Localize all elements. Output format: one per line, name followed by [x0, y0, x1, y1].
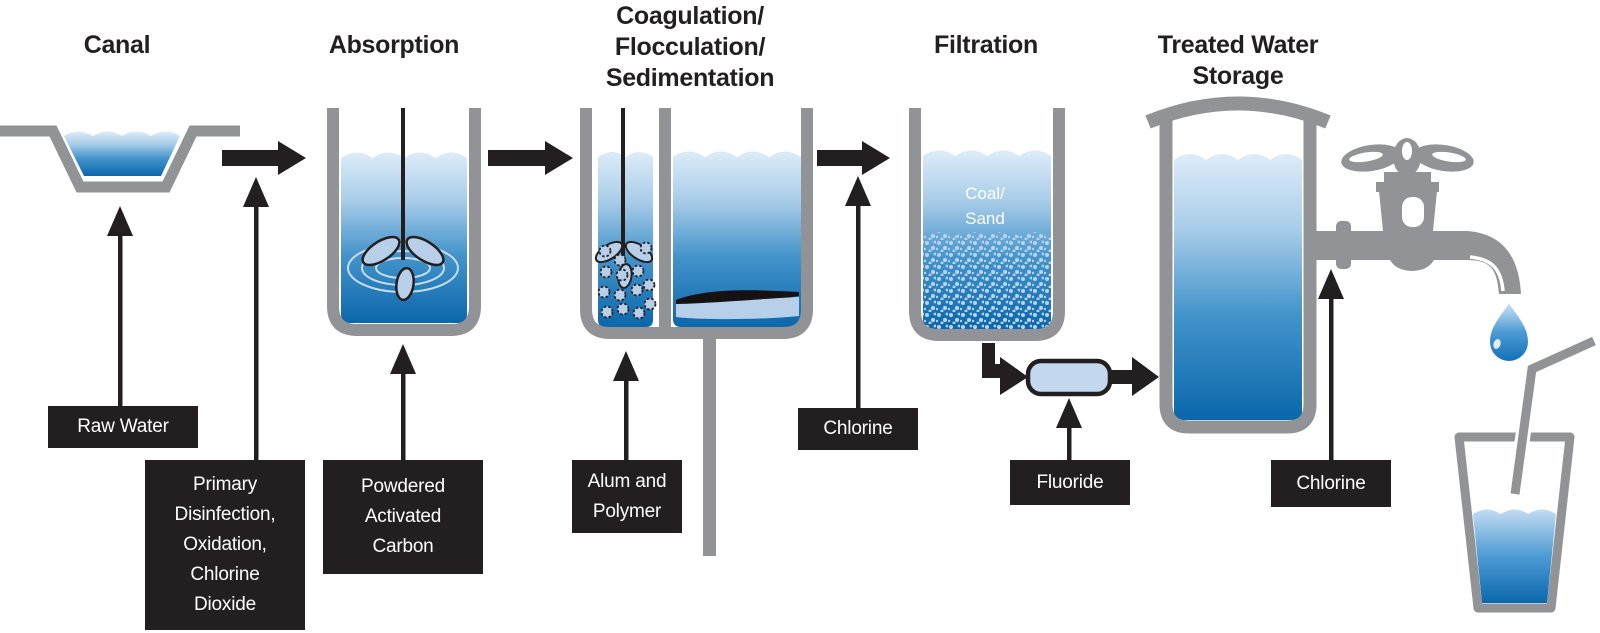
label-line: Powdered — [361, 476, 445, 497]
title-line: Absorption — [328, 31, 460, 59]
label-line: Alum and — [587, 470, 667, 492]
absorption-vessel-wall — [327, 108, 481, 336]
stage-title-storage: Treated Water Storage — [1138, 30, 1338, 92]
water-drop-icon — [1490, 303, 1528, 361]
coagulation-vessel-wall — [580, 108, 813, 339]
label-line: Carbon — [372, 536, 434, 557]
label-line: Activated — [364, 506, 442, 527]
title-line: Coagulation/ — [616, 2, 764, 30]
sediment-layer-dark — [676, 290, 799, 305]
label-raw-water: Raw Water — [48, 406, 198, 448]
title-line: Storage — [1192, 62, 1284, 90]
flow-arrow-icon — [488, 141, 573, 175]
floc-particles — [597, 241, 657, 320]
fluoride-arrow-icon — [1056, 398, 1082, 461]
title-line: Sedimentation — [605, 64, 775, 92]
filter-media-speckles — [923, 232, 1051, 329]
coagulation-vessel — [580, 108, 813, 556]
flocculation-water — [598, 152, 653, 327]
title-line: Flocculation/ — [614, 33, 766, 61]
filter-outlet-elbow — [982, 343, 1028, 395]
sediment-layer-light — [676, 297, 799, 320]
storage-tank-roof — [1145, 96, 1331, 129]
title-line: Treated Water — [1157, 31, 1319, 59]
storage-tank-wall — [1159, 115, 1317, 434]
label-fluoride: Fluoride — [1010, 460, 1130, 505]
label-line: Dioxide — [194, 594, 256, 615]
flow-arrow-icon — [817, 141, 890, 175]
label-primary-disinfection: Primary Disinfection, Oxidation, Chlorin… — [145, 460, 305, 630]
mixer-shaft — [621, 108, 625, 258]
label-powdered-activated-carbon: Powdered Activated Carbon — [323, 460, 483, 574]
absorption-vessel — [327, 108, 481, 336]
storage-water — [1174, 154, 1302, 420]
title-line: Filtration — [934, 31, 1038, 59]
mixer-propeller-icon — [361, 235, 445, 302]
label-line: Fluoride — [1036, 471, 1104, 493]
primary-disinfection-arrow-icon — [243, 177, 269, 461]
flow-arrow-icon — [1110, 357, 1159, 396]
filtration-vessel-wall — [909, 108, 1065, 341]
stage-title-absorption: Absorption — [304, 30, 484, 61]
label-line: Oxidation, — [183, 534, 267, 555]
glass-water — [1473, 509, 1556, 603]
stage-title-coagulation: Coagulation/ Flocculation/ Sedimentation — [555, 1, 825, 94]
filtration-vessel — [909, 108, 1065, 341]
label-chlorine-storage: Chlorine — [1271, 460, 1391, 507]
label-line: Polymer — [592, 500, 662, 522]
label-line: Chlorine — [1296, 472, 1366, 494]
fluoride-mixer-component — [1025, 358, 1113, 397]
filter-media-label: Coal/ Sand — [940, 181, 1030, 231]
sedimentation-water — [673, 151, 801, 327]
raw-water-arrow-icon — [107, 206, 133, 407]
canal-water — [64, 131, 180, 176]
canal-channel — [0, 125, 240, 193]
drinking-glass-icon — [1454, 334, 1598, 613]
label-chlorine-filtration: Chlorine — [798, 408, 918, 450]
mixer-shaft — [401, 108, 405, 260]
label-line: Disinfection, — [174, 504, 276, 525]
label-line: Chlorine — [190, 564, 260, 585]
alum-polymer-arrow-icon — [613, 351, 639, 461]
straw-icon — [1510, 336, 1596, 495]
vessel-divider-wall — [659, 108, 671, 332]
label-line: Primary — [192, 474, 258, 495]
chlorine-storage-arrow-icon — [1318, 269, 1344, 460]
chlorine-filtration-arrow-icon — [845, 176, 871, 408]
label-line: Chlorine — [823, 418, 893, 439]
media-label-line: Coal/ — [965, 184, 1005, 203]
media-label-line: Sand — [965, 209, 1005, 228]
powdered-carbon-arrow-icon — [390, 344, 416, 461]
label-alum-polymer: Alum and Polymer — [572, 460, 682, 533]
storage-tank — [1145, 96, 1331, 434]
flow-arrow-icon — [222, 141, 306, 175]
title-line: Canal — [83, 31, 151, 59]
label-line: Raw Water — [77, 416, 169, 437]
faucet-icon — [1316, 138, 1521, 294]
stage-title-canal: Canal — [27, 30, 207, 61]
sludge-drain-pipe — [703, 333, 716, 556]
canal-stage — [0, 125, 240, 193]
stage-title-filtration: Filtration — [896, 30, 1076, 61]
glass-outline — [1454, 432, 1575, 613]
